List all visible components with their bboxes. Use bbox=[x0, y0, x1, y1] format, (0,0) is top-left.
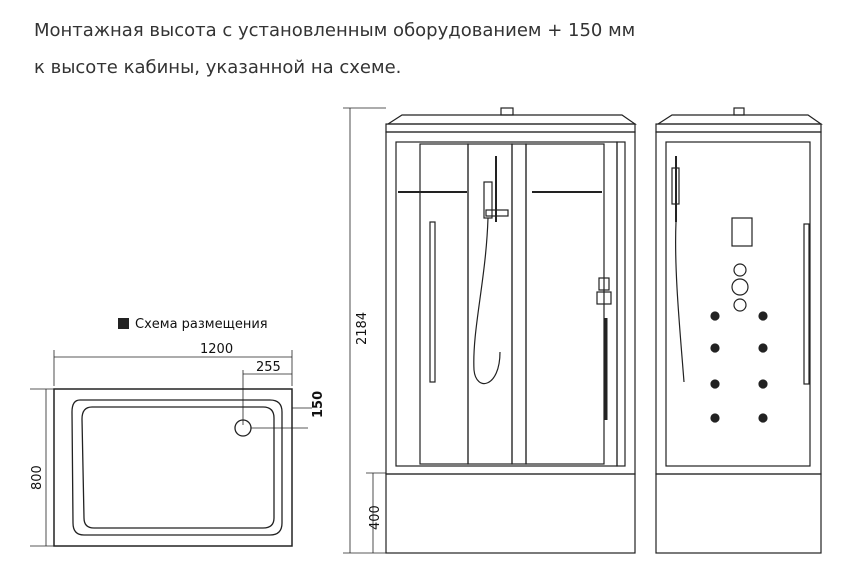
mounting-note-line-1: Монтажная высота с установленным оборудо… bbox=[34, 20, 636, 41]
left-door-handle bbox=[429, 221, 436, 383]
tray-base bbox=[385, 473, 636, 554]
shower-holder bbox=[485, 209, 509, 217]
shower-hose bbox=[473, 217, 501, 385]
front-elevation: 2184 400 bbox=[343, 107, 637, 554]
drain-distance-label: 150 bbox=[311, 391, 326, 418]
cabin-inner bbox=[395, 141, 618, 467]
side-shower-head bbox=[671, 167, 680, 205]
side-roof-vent bbox=[733, 107, 745, 116]
tray-outline bbox=[53, 388, 293, 547]
legend-label: Схема размещения bbox=[135, 317, 268, 332]
side-roof bbox=[655, 114, 823, 125]
side-panel bbox=[665, 141, 811, 467]
roof bbox=[385, 114, 637, 125]
base-height-label: 400 bbox=[368, 505, 383, 530]
drain-offset-label: 255 bbox=[256, 360, 281, 375]
plan-view: Схема размещения 1200 255 800 150 bbox=[30, 317, 326, 547]
control-panel-display bbox=[731, 217, 753, 247]
mixer-knob-bottom bbox=[733, 298, 747, 312]
centre-back-panel bbox=[467, 143, 513, 465]
tray-basin-inner bbox=[81, 406, 275, 529]
centre-right-panel bbox=[511, 143, 527, 465]
mixer-knob-top bbox=[733, 263, 747, 277]
side-control-2 bbox=[596, 291, 612, 305]
roof-vent bbox=[500, 107, 514, 116]
cabin-frame bbox=[385, 131, 636, 475]
shower-head bbox=[483, 181, 493, 219]
side-door-edge bbox=[803, 223, 810, 385]
height-label: 2184 bbox=[355, 312, 370, 345]
width-label: 1200 bbox=[200, 342, 233, 357]
tray-basin-outer bbox=[71, 399, 283, 536]
mounting-note-line-2: к высоте кабины, указанной на схеме. bbox=[34, 57, 402, 78]
side-roof-frame bbox=[655, 123, 822, 133]
side-frame bbox=[655, 131, 822, 475]
side-control-1 bbox=[598, 277, 610, 291]
roof-frame bbox=[385, 123, 636, 133]
right-post bbox=[616, 141, 626, 467]
side-tray-base bbox=[655, 473, 822, 554]
legend-square-icon bbox=[118, 318, 129, 329]
side-shower-hose bbox=[675, 221, 685, 383]
side-elevation bbox=[655, 107, 823, 554]
mixer-knob-centre bbox=[731, 278, 749, 296]
massage-jets bbox=[710, 311, 768, 423]
depth-label: 800 bbox=[30, 465, 45, 490]
